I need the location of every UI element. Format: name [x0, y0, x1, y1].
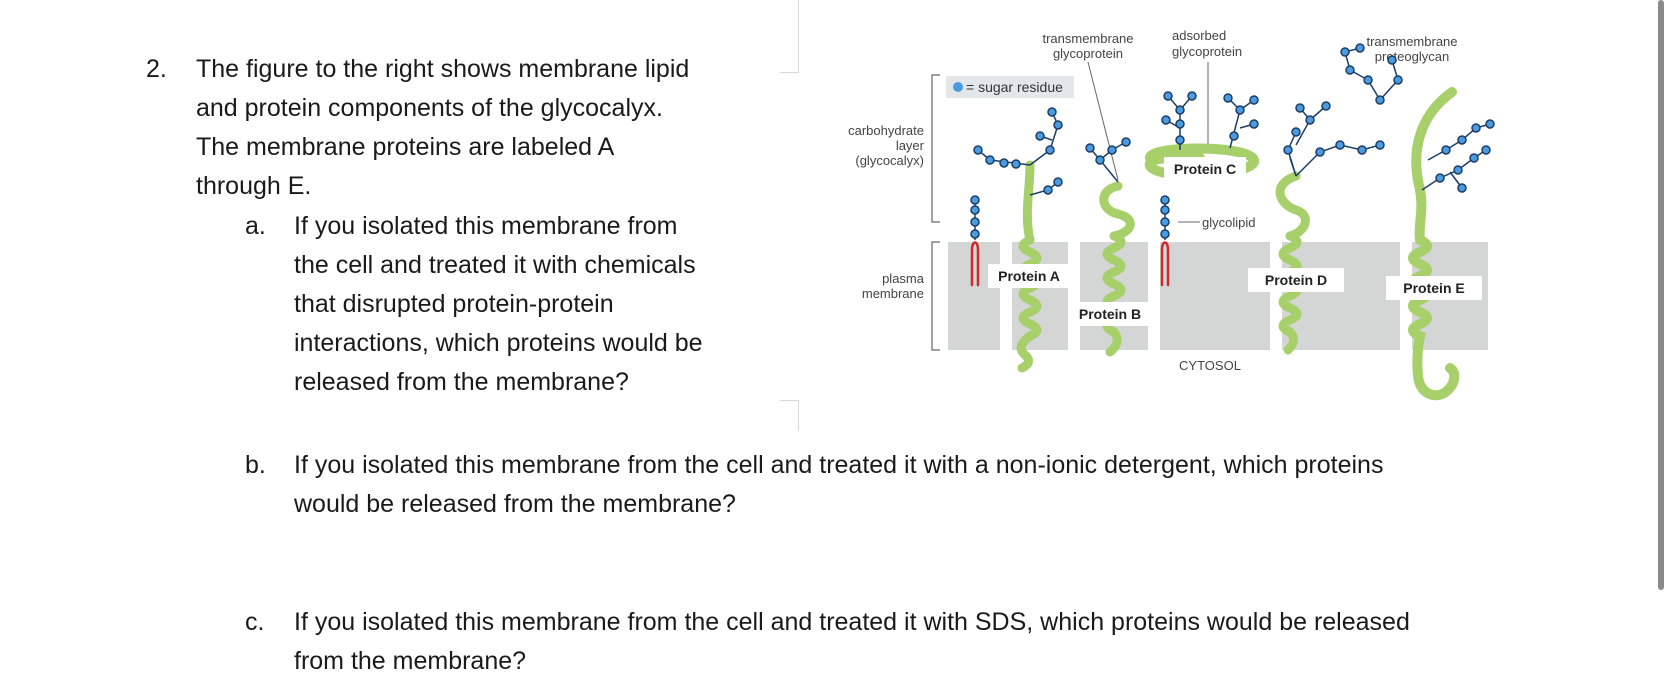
question-stem: The figure to the right shows membrane l… — [196, 50, 776, 206]
adsorbed-glycoprotein-label-1: adsorbed — [1172, 28, 1226, 43]
transmembrane-proteoglycan-label-1: transmembrane — [1366, 34, 1457, 49]
tm-glycoprotein-pointer — [1087, 61, 1119, 181]
question-stem-line: and protein components of the glycocalyx… — [196, 94, 663, 122]
protein-e-helix — [1408, 235, 1460, 401]
question-stem-line: The membrane proteins are labeled A — [196, 133, 615, 161]
transmembrane-glycoprotein-label-1: transmembrane — [1042, 31, 1133, 46]
adsorbed-glycoprotein-label-2: glycoprotein — [1172, 44, 1242, 59]
carbohydrate-layer-label-3: (glycocalyx) — [855, 153, 924, 168]
protein-d-label: Protein D — [1265, 272, 1327, 288]
legend-label: = sugar residue — [966, 79, 1063, 95]
legend-box — [946, 76, 1074, 98]
sugar-chains — [970, 43, 1495, 240]
protein-e-label: Protein E — [1403, 280, 1464, 296]
protein-e-chain — [1411, 87, 1457, 245]
glycocalyx-figure: = sugar residue carbohydrate layer (glyc… — [848, 28, 1495, 401]
part-a-line: released from the membrane? — [294, 368, 629, 396]
figure-frame-top — [780, 0, 799, 73]
plasma-membrane-bracket — [931, 241, 940, 351]
sugar-residue-icon — [953, 82, 963, 92]
protein-c-box — [1164, 157, 1246, 181]
question-number: 2. — [146, 55, 167, 83]
cytosol-label: CYTOSOL — [1179, 358, 1241, 373]
protein-d-chain — [1275, 171, 1310, 241]
part-a-line: interactions, which proteins would be — [294, 329, 703, 357]
protein-a-label: Protein A — [998, 268, 1060, 284]
plasma-membrane-label-2: membrane — [862, 286, 924, 301]
protein-b-box — [1068, 302, 1152, 326]
protein-c-label: Protein C — [1174, 161, 1236, 177]
protein-a-helix — [1016, 235, 1042, 373]
glycolipid-tails — [970, 241, 1170, 287]
part-b-line: would be released from the membrane? — [294, 490, 736, 518]
transmembrane-glycoprotein-label-2: glycoprotein — [1053, 46, 1123, 61]
part-c-text: If you isolated this membrane from the c… — [294, 603, 1614, 681]
protein-e-box — [1386, 276, 1482, 300]
question-stem-line: The figure to the right shows membrane l… — [196, 55, 690, 83]
vertical-scrollbar[interactable] — [1658, 0, 1664, 590]
part-b-label: b. — [245, 451, 266, 479]
part-a-line: that disrupted protein-protein — [294, 290, 614, 318]
part-b-line: If you isolated this membrane from the c… — [294, 451, 1384, 479]
part-a-text: If you isolated this membrane from the c… — [294, 207, 764, 402]
part-a-line: If you isolated this membrane from — [294, 212, 678, 240]
part-c-label: c. — [245, 608, 265, 636]
part-a-label: a. — [245, 212, 266, 240]
part-c-line: If you isolated this membrane from the c… — [294, 608, 1410, 636]
plasma-membrane-label-1: plasma — [882, 271, 925, 286]
carbohydrate-layer-bracket — [931, 74, 940, 223]
protein-b-chain — [1099, 181, 1135, 241]
part-b-text: If you isolated this membrane from the c… — [294, 446, 1614, 524]
question-stem-line: through E. — [196, 172, 312, 200]
part-c-line: from the membrane? — [294, 647, 527, 675]
transmembrane-proteoglycan-label-2: proteoglycan — [1375, 49, 1449, 64]
carbohydrate-layer-label-2: layer — [896, 138, 925, 153]
protein-b-label: Protein B — [1079, 306, 1141, 322]
figure-frame-bottom — [780, 400, 799, 431]
protein-d-box — [1248, 268, 1344, 292]
protein-a-box — [988, 264, 1070, 288]
part-a-line: the cell and treated it with chemicals — [294, 251, 696, 279]
carbohydrate-layer-label-1: carbohydrate — [848, 123, 924, 138]
protein-a-chain — [1022, 160, 1035, 245]
glycolipid-label: glycolipid — [1202, 215, 1255, 230]
